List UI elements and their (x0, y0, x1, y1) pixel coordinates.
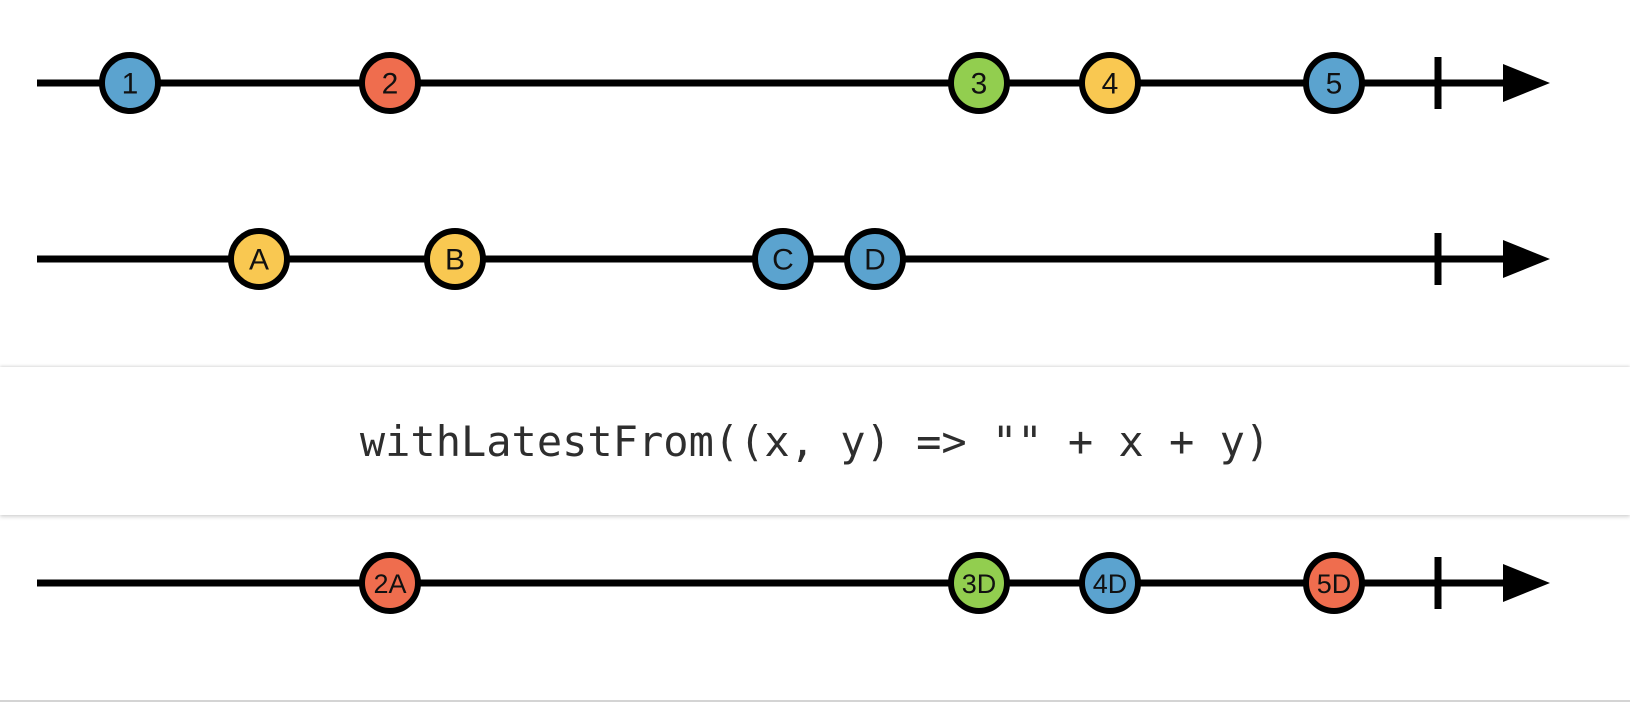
marble-circle (948, 52, 1010, 114)
source-stream-2-svg: A B C D (37, 228, 1550, 290)
marble[interactable]: 3 (948, 52, 1010, 114)
source-stream-1-panel: 1 2 3 4 5 (0, 0, 1630, 167)
arrow-head-icon (1503, 64, 1550, 102)
marble-circle (1303, 52, 1365, 114)
marble[interactable]: A (228, 228, 290, 290)
arrow-head-icon (1503, 564, 1550, 602)
marble[interactable]: B (424, 228, 486, 290)
arrow-head-icon (1503, 240, 1550, 278)
marble-circle (1079, 552, 1141, 614)
marble[interactable]: D (844, 228, 906, 290)
marble-circle (948, 552, 1010, 614)
marble-label: 2A (373, 569, 406, 599)
marble-label: 4 (1102, 68, 1119, 101)
marble-circle (359, 52, 421, 114)
marble[interactable]: 5D (1303, 552, 1365, 614)
source-stream-1-svg: 1 2 3 4 5 (37, 52, 1550, 114)
marble-label: 4D (1093, 569, 1128, 599)
marble-circle (99, 52, 161, 114)
output-stream-svg: 2A 3D 4D 5D (37, 552, 1550, 614)
marble-circle (1303, 552, 1365, 614)
marble[interactable]: 1 (99, 52, 161, 114)
marble-label: D (864, 244, 886, 277)
marble-circle (1079, 52, 1141, 114)
marble-label: 2 (382, 68, 399, 101)
marble-label: 3 (971, 68, 988, 101)
marble-label: 1 (122, 68, 139, 101)
marble[interactable]: 2A (359, 552, 421, 614)
marble-label: 3D (962, 569, 997, 599)
marble[interactable]: C (752, 228, 814, 290)
bottom-divider (0, 700, 1630, 702)
marble-label: 5D (1317, 569, 1352, 599)
marble-circle (424, 228, 486, 290)
output-stream-panel: 2A 3D 4D 5D (0, 515, 1630, 706)
operator-panel: withLatestFrom((x, y) => "" + x + y) (0, 367, 1630, 515)
marble-label: C (772, 244, 794, 277)
marble-circle (752, 228, 814, 290)
marble-label: B (445, 244, 465, 277)
marble[interactable]: 3D (948, 552, 1010, 614)
marble-label: 5 (1326, 68, 1343, 101)
marble[interactable]: 5 (1303, 52, 1365, 114)
marble-circle (844, 228, 906, 290)
marble[interactable]: 4D (1079, 552, 1141, 614)
marble[interactable]: 2 (359, 52, 421, 114)
marble[interactable]: 4 (1079, 52, 1141, 114)
marble-circle (228, 228, 290, 290)
marble-circle (359, 552, 421, 614)
marble-label: A (249, 244, 269, 277)
operator-label: withLatestFrom((x, y) => "" + x + y) (359, 416, 1271, 466)
source-stream-2-panel: A B C D (0, 167, 1630, 367)
